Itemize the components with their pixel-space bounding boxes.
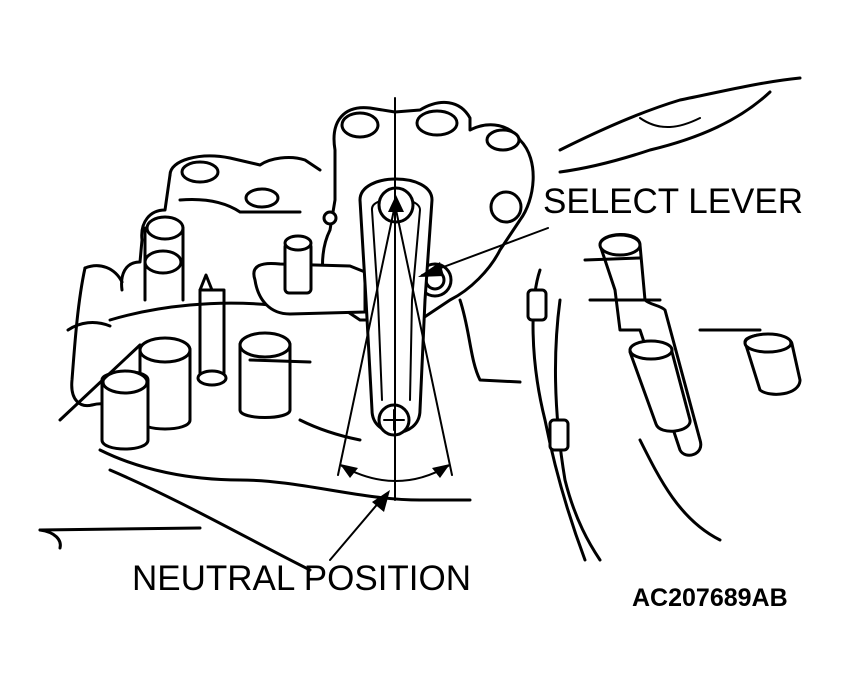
valve-body-left [66,154,322,432]
manual-shaft-link [252,234,367,316]
label-select-lever: SELECT LEVER [543,182,803,221]
figure-code: AC207689AB [632,584,788,612]
housing-outline-top [558,76,802,174]
detent-spring-assembly [458,233,802,562]
leader-select-lever [418,227,549,277]
label-neutral-position: NEUTRAL POSITION [132,559,471,598]
detent-pin [196,273,228,387]
leader-neutral-position [329,490,390,561]
valve-bosses-lower-left [58,301,292,451]
swing-angle-indicator [337,204,453,482]
housing-outline-bottom [38,358,472,572]
